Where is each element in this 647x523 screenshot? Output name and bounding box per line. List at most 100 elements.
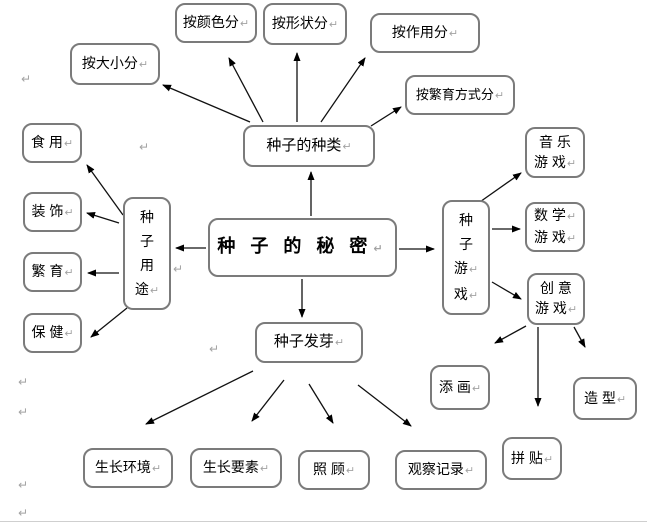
paragraph-mark-icon: ↵ — [64, 266, 74, 279]
arrow-games-to-music[interactable] — [476, 172, 522, 205]
paragraph-mark-icon: ↵ — [18, 478, 29, 492]
paragraph-mark-icon: ↵ — [471, 381, 482, 395]
node-music-games[interactable]: 音 乐 游 戏↵ — [525, 127, 585, 178]
node-growth-elements[interactable]: 生长要素↵ — [190, 448, 282, 488]
node-math-games[interactable]: 数 学↵ 游 戏↵ — [525, 202, 585, 252]
node-label: 音 乐 — [539, 133, 571, 150]
paragraph-mark-icon: ↵ — [494, 88, 505, 102]
node-label: 种 — [140, 208, 154, 225]
paragraph-mark-icon: ↵ — [18, 506, 29, 520]
node-label: 按繁育方式分 — [415, 86, 494, 102]
node-label: 拼 贴 — [510, 449, 543, 466]
paragraph-mark-icon: ↵ — [468, 288, 479, 302]
node-seed-secret[interactable]: 种 子 的 秘 密↵ — [208, 218, 397, 277]
page-bottom-edge — [0, 521, 647, 522]
paragraph-mark-icon: ↵ — [567, 303, 578, 316]
paragraph-mark-icon: ↵ — [468, 262, 479, 276]
arrow-germination-to-care[interactable] — [308, 383, 334, 424]
paragraph-mark-icon: ↵ — [259, 462, 270, 475]
node-label: 戏 — [453, 285, 468, 302]
node-healthcare[interactable]: 保 健↵ — [23, 313, 82, 353]
node-breeding[interactable]: 繁 育↵ — [23, 252, 82, 292]
node-label: 按形状分 — [271, 15, 328, 31]
node-care[interactable]: 照 顾↵ — [298, 450, 370, 490]
node-edible[interactable]: 食 用↵ — [22, 123, 82, 163]
node-label: 游 — [453, 259, 468, 276]
node-modeling[interactable]: 造 型↵ — [573, 377, 637, 420]
paragraph-mark-icon: ↵ — [464, 464, 475, 477]
node-label: 食 用 — [30, 134, 63, 150]
paragraph-mark-icon: ↵ — [566, 156, 577, 170]
node-label: 途 — [134, 280, 149, 297]
paragraph-mark-icon: ↵ — [543, 452, 554, 466]
node-collage[interactable]: 拼 贴↵ — [502, 437, 562, 480]
paragraph-mark-icon: ↵ — [334, 336, 345, 349]
arrow-creative-to-add-drawing[interactable] — [494, 325, 527, 344]
node-by-function[interactable]: 按作用分↵ — [370, 13, 480, 53]
node-label: 添 画 — [438, 378, 471, 395]
node-label: 种子发芽 — [273, 333, 334, 350]
node-creative-games[interactable]: 创 意 游 戏↵ — [527, 273, 585, 325]
node-label: 创 意 — [540, 280, 572, 296]
node-label: 装 饰 — [31, 203, 64, 219]
node-by-size[interactable]: 按大小分↵ — [70, 43, 160, 85]
node-add-drawing[interactable]: 添 画↵ — [430, 365, 490, 410]
paragraph-mark-icon: ↵ — [566, 210, 577, 223]
node-label: 保 健 — [31, 324, 64, 340]
node-label: 种 — [459, 211, 473, 228]
node-label: 按颜色分 — [182, 14, 239, 30]
arrow-germination-to-growth-elements[interactable] — [251, 379, 285, 422]
arrow-germination-to-growth-environment[interactable] — [145, 370, 254, 425]
node-label: 繁 育 — [31, 263, 64, 279]
node-label: 游 戏 — [534, 300, 567, 316]
node-seed-uses[interactable]: 种 子 用 途↵ — [123, 197, 171, 310]
paragraph-mark-icon: ↵ — [21, 72, 32, 86]
node-growth-environment[interactable]: 生长环境↵ — [83, 448, 173, 488]
node-label: 游 戏 — [533, 153, 566, 170]
node-label: 造 型 — [583, 389, 616, 406]
arrow-germination-to-observation[interactable] — [357, 384, 412, 427]
node-seed-types[interactable]: 种子的种类↵ — [243, 125, 375, 167]
node-label: 数 学 — [533, 207, 566, 223]
paragraph-mark-icon: ↵ — [138, 58, 149, 71]
arrow-types-to-by-function[interactable] — [320, 57, 366, 123]
arrow-types-to-by-color[interactable] — [228, 57, 264, 123]
paragraph-mark-icon: ↵ — [173, 262, 184, 276]
arrow-creative-to-modeling[interactable] — [573, 326, 586, 348]
paragraph-mark-icon: ↵ — [139, 140, 150, 154]
arrow-games-to-creative[interactable] — [491, 281, 522, 300]
node-label: 生长环境 — [94, 459, 151, 475]
arrow-uses-to-edible[interactable] — [86, 164, 124, 216]
node-by-shape[interactable]: 按形状分↵ — [263, 3, 347, 45]
arrow-types-to-by-size[interactable] — [162, 84, 251, 123]
node-label: 照 顾 — [312, 461, 345, 477]
paragraph-mark-icon: ↵ — [149, 283, 160, 297]
node-observation-record[interactable]: 观察记录↵ — [395, 450, 487, 490]
arrow-uses-to-decoration[interactable] — [86, 212, 120, 224]
arrow-uses-to-healthcare[interactable] — [90, 307, 128, 338]
node-by-color[interactable]: 按颜色分↵ — [175, 3, 257, 43]
paragraph-mark-icon: ↵ — [209, 342, 220, 356]
node-label: 游 戏 — [533, 229, 566, 245]
paragraph-mark-icon: ↵ — [18, 405, 29, 419]
node-germination[interactable]: 种子发芽↵ — [255, 322, 363, 363]
node-seed-games[interactable]: 种 子 游↵ 戏↵ — [442, 200, 490, 315]
paragraph-mark-icon: ↵ — [151, 462, 162, 475]
node-label: 按大小分 — [81, 55, 138, 71]
node-label: 子 — [459, 235, 473, 252]
arrow-types-to-by-breeding-method[interactable] — [370, 106, 402, 127]
node-by-breeding-method[interactable]: 按繁育方式分↵ — [405, 75, 515, 115]
paragraph-mark-icon: ↵ — [342, 139, 352, 153]
paragraph-mark-icon: ↵ — [239, 17, 250, 30]
paragraph-mark-icon: ↵ — [373, 242, 388, 255]
node-label: 种 子 的 秘 密 — [217, 236, 373, 256]
paragraph-mark-icon: ↵ — [566, 232, 577, 245]
paragraph-mark-icon: ↵ — [18, 375, 29, 389]
node-decoration[interactable]: 装 饰↵ — [23, 192, 82, 232]
paragraph-mark-icon: ↵ — [616, 392, 627, 406]
paragraph-mark-icon: ↵ — [64, 327, 74, 340]
paragraph-mark-icon: ↵ — [64, 206, 74, 219]
node-label: 观察记录 — [407, 461, 464, 477]
